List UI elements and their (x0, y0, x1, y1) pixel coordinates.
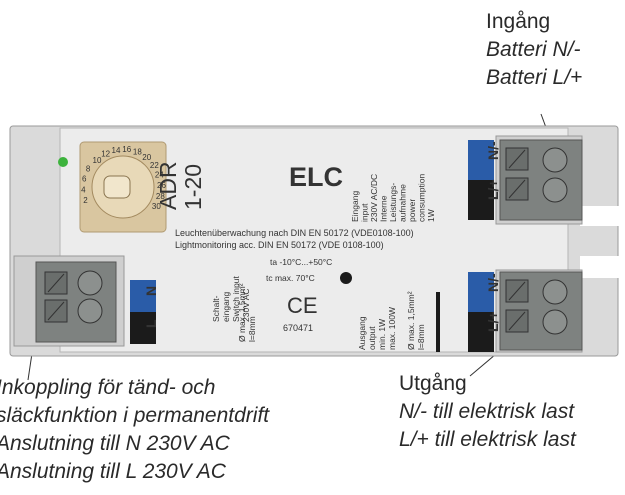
dial-number: 6 (82, 175, 87, 184)
dial-number: 4 (81, 185, 86, 194)
terminal-lplus-box (468, 312, 494, 352)
input-spec-line: 1W (426, 209, 436, 222)
callout-input: Ingång Batteri N/- Batteri L/+ (486, 8, 582, 92)
switch-wire-line: l=8mm (247, 316, 257, 342)
switch-spec-line: Schalt- (211, 295, 221, 322)
terminal-clamp (77, 298, 103, 324)
ambient-temperature: ta -10°C...+50°C (270, 257, 332, 267)
switch-spec-line: 230V AC (241, 288, 251, 322)
input-spec-line: consumption (417, 174, 427, 222)
callout-output-title: Utgång (399, 372, 467, 395)
ce-mark: CE (287, 293, 318, 318)
input-spec-line: Interne (379, 195, 389, 222)
terminal-lplus-box (468, 180, 494, 220)
adr-label: ADR (155, 161, 181, 210)
dial-number: 24 (155, 170, 164, 179)
callout-output-line2: L/+ till elektrisk last (399, 428, 576, 451)
callout-input-title: Ingång (486, 10, 551, 33)
screw-slot (508, 281, 526, 301)
switch-wire-line: Ø max. 1,5mm² (237, 283, 247, 342)
output-divider (436, 292, 440, 352)
terminal-clamp (542, 309, 568, 335)
screw-slot (47, 273, 65, 293)
terminal-clamp (542, 177, 568, 203)
terminal-clamp (542, 147, 568, 173)
output-spec-line: Ausgang (357, 316, 367, 350)
dial-number: 16 (122, 145, 131, 154)
callout-input-line2: Batteri L/+ (486, 66, 583, 89)
dial-number: 12 (101, 149, 110, 158)
article-number: 670471 (283, 323, 313, 333)
dial-number: 2 (83, 196, 88, 205)
output-spec-line: max. 100W (387, 307, 397, 350)
terminal-nminus-label: N/- (485, 273, 501, 292)
terminal-lplus-label: L/+ (485, 311, 501, 332)
callout-switch-line2: Anslutning till N 230V AC (0, 432, 230, 455)
terminal-clamp (77, 270, 103, 296)
dial-number: 20 (142, 153, 151, 162)
terminal-n-label-box (130, 280, 156, 312)
input-spec-line: Eingang (350, 191, 360, 222)
terminal-nminus-label: N/- (485, 141, 501, 160)
callout-switch: Inkoppling för tänd- och släckfunktion i… (0, 374, 269, 486)
dial-number: 8 (86, 164, 91, 173)
callout-switch-line1: släckfunktion i permanentdrift (0, 404, 270, 427)
output-wire-line: l=8mm (416, 324, 426, 350)
status-led (58, 157, 68, 167)
callout-switch-line3: Anslutning till L 230V AC (0, 460, 226, 483)
tc-dot (340, 272, 352, 284)
monitoring-en: Lightmonitoring acc. DIN EN 50172 (VDE 0… (175, 240, 384, 250)
dial-number: 22 (150, 161, 159, 170)
callout-output-line1: N/- till elektrisk last (399, 400, 575, 423)
input-spec-line: power (407, 199, 417, 222)
dial-number: 10 (93, 156, 102, 165)
screw-slot (508, 179, 526, 199)
switch-spec-line: Switch input (231, 276, 241, 322)
output-spec-line: output (367, 326, 377, 350)
dial-number: 18 (133, 148, 142, 157)
terminal-l-label-box (130, 312, 156, 344)
adr-range: 1-20 (180, 164, 206, 210)
case-temperature: tc max. 70°C (266, 273, 315, 283)
monitoring-de: Leuchtenüberwachung nach DIN EN 50172 (V… (175, 228, 414, 238)
dial-number: 14 (112, 146, 121, 155)
callout-input-line1: Batteri N/- (486, 38, 581, 61)
input-spec-line: Leistungs- (388, 183, 398, 222)
terminal-n-label: N (143, 286, 159, 296)
terminal-lplus-label: L/+ (485, 179, 501, 200)
screw-slot (47, 301, 65, 321)
output-wire-line: Ø max. 1,5mm² (406, 291, 416, 350)
switch-spec-line: eingang (221, 291, 231, 322)
screw-slot (508, 311, 526, 331)
terminal-clamp (542, 279, 568, 305)
dial-number: 30 (152, 202, 161, 211)
input-spec-line: input (360, 203, 370, 222)
input-spec-line: 230V AC/DC (369, 174, 379, 222)
callout-output: Utgång N/- till elektrisk last L/+ till … (399, 370, 576, 454)
dial-number: 26 (157, 181, 166, 190)
address-dial-pointer (103, 175, 131, 199)
housing-notch (580, 206, 620, 226)
model-label: ELC (289, 162, 343, 192)
terminal-l-label: L (143, 319, 159, 328)
terminal-nminus-box (468, 140, 494, 180)
terminal-nminus-box (468, 272, 494, 312)
input-spec-line: aufnahme (398, 184, 408, 222)
dial-number: 28 (156, 192, 165, 201)
housing-notch (580, 256, 620, 278)
output-spec-line: min. 1W (377, 319, 387, 350)
screw-slot (508, 149, 526, 169)
callout-switch-title: Inkoppling för tänd- och (0, 376, 216, 399)
